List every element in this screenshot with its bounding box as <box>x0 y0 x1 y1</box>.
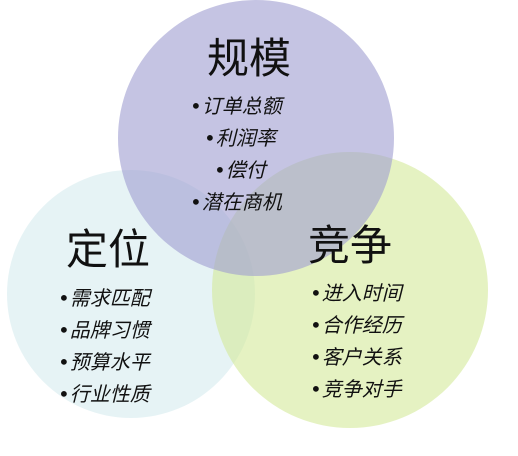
list-item: 进入时间 <box>310 277 402 309</box>
list-item: 偿付 <box>190 154 282 186</box>
list-item: 合作经历 <box>310 309 402 341</box>
list-item: 潜在商机 <box>190 186 282 218</box>
scale-list: 订单总额 利润率 偿付 潜在商机 <box>190 90 282 218</box>
list-item: 需求匹配 <box>58 282 150 314</box>
list-item: 行业性质 <box>58 378 150 410</box>
list-item: 利润率 <box>190 122 282 154</box>
list-item: 竞争对手 <box>310 373 402 405</box>
compete-list: 进入时间 合作经历 客户关系 竞争对手 <box>310 277 402 405</box>
list-item: 客户关系 <box>310 341 402 373</box>
compete-title: 竞争 <box>308 221 393 270</box>
list-item: 品牌习惯 <box>58 314 150 346</box>
scale-title: 规模 <box>207 34 292 83</box>
list-item: 订单总额 <box>190 90 282 122</box>
list-item: 预算水平 <box>58 346 150 378</box>
position-list: 需求匹配 品牌习惯 预算水平 行业性质 <box>58 282 150 410</box>
position-title: 定位 <box>66 225 151 274</box>
